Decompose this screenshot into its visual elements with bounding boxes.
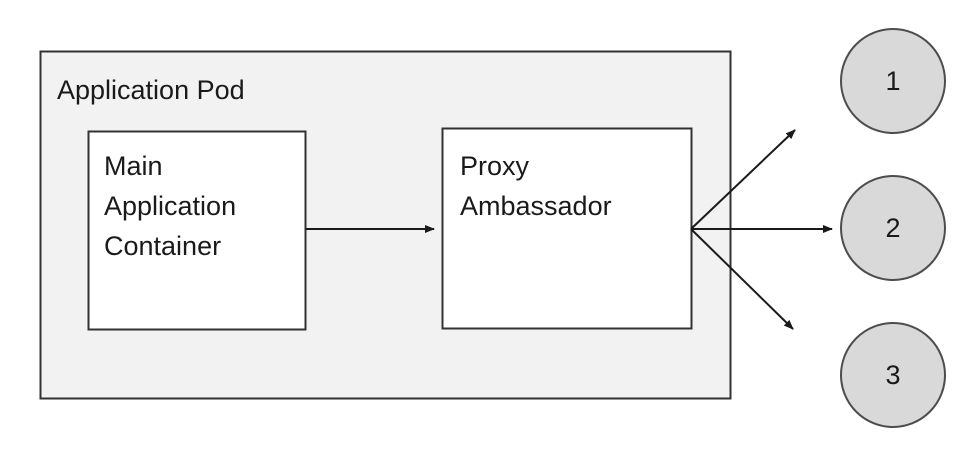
connector-proxy-to-service-1	[690, 129, 796, 230]
service-2-circle	[840, 175, 946, 281]
service-1-circle	[840, 28, 946, 134]
proxy-ambassador-label: Proxy Ambassador	[460, 151, 612, 221]
service-3-circle	[840, 322, 946, 428]
service-1-label: 1	[885, 66, 901, 96]
proxy-ambassador-box	[441, 127, 693, 330]
application-pod-label: Application Pod	[57, 75, 245, 105]
connector-proxy-to-service-3	[690, 228, 794, 330]
main-application-container-box	[87, 130, 307, 331]
service-3-label: 3	[885, 360, 901, 390]
service-2-label: 2	[885, 213, 901, 243]
main-application-container-label: Main Application Container	[104, 151, 237, 261]
